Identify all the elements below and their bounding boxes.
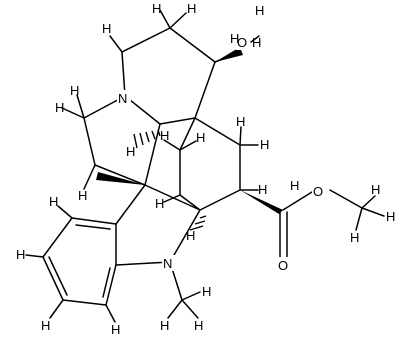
atom-hydrogen: H xyxy=(16,247,25,262)
bond xyxy=(194,117,241,146)
atom-hydrogen: H xyxy=(102,21,111,36)
bond xyxy=(42,217,73,258)
bond xyxy=(250,35,260,43)
wedge-bond xyxy=(215,47,243,62)
atom-hydrogen: H xyxy=(186,228,195,243)
bond xyxy=(109,35,123,53)
bonds xyxy=(25,9,385,323)
atom-hydrogen: H xyxy=(194,318,203,333)
bond xyxy=(83,164,96,190)
bond xyxy=(199,189,241,211)
bond xyxy=(61,107,85,119)
hash-segment xyxy=(199,215,207,219)
atom-hydrogen: H xyxy=(111,322,120,337)
hashed-bonds xyxy=(133,129,207,231)
bond xyxy=(102,267,111,298)
atom-hydrogen: H xyxy=(230,31,239,46)
wedge-bond xyxy=(96,172,145,185)
bond xyxy=(94,164,146,186)
bond xyxy=(115,184,146,225)
bond xyxy=(181,299,199,319)
atom-oxygen-ester: O xyxy=(313,184,323,199)
atom-hydrogen: H xyxy=(70,83,79,98)
hash-segment xyxy=(139,132,144,146)
atom-hydrogen: H xyxy=(196,130,205,145)
atom-hydrogen: H xyxy=(260,137,269,152)
atom-hydrogen: H xyxy=(255,3,264,18)
bond xyxy=(159,9,171,29)
atom-hydrogen: H xyxy=(41,318,50,333)
hash-segment xyxy=(151,130,156,140)
atom-nitrogen-lower: N xyxy=(163,256,172,271)
bond xyxy=(179,194,201,211)
hash-segment xyxy=(145,131,150,143)
atom-hydrogen: H xyxy=(78,188,87,203)
atom-oxygen-hydroxyl: O xyxy=(237,35,247,50)
atom-hydrogen: H xyxy=(160,318,169,333)
atom-hydrogen: H xyxy=(252,35,261,50)
bond xyxy=(49,299,64,319)
bond xyxy=(48,256,68,296)
bond xyxy=(179,140,197,151)
bond xyxy=(57,205,73,219)
bond xyxy=(42,256,64,301)
bond xyxy=(115,261,171,266)
atom-hydrogen: H xyxy=(371,182,380,197)
bond xyxy=(75,224,111,230)
bond xyxy=(62,299,107,306)
wedge-bond xyxy=(240,190,283,214)
bond xyxy=(169,209,201,263)
hash-segment xyxy=(194,220,206,225)
bond xyxy=(144,123,161,186)
bond xyxy=(159,117,196,125)
atom-oxygen-carbonyl: O xyxy=(278,258,288,273)
bond xyxy=(361,207,385,217)
bond xyxy=(169,12,187,29)
bond xyxy=(355,207,363,231)
atom-hydrogen: H xyxy=(49,194,58,209)
atom-labels: N N O O O H H H H H H H H H H H H H H H … xyxy=(16,1,395,337)
bond xyxy=(179,117,196,151)
bond xyxy=(105,264,117,306)
bond xyxy=(25,254,44,258)
atom-hydrogen: H xyxy=(236,114,245,129)
atom-hydrogen: H xyxy=(386,209,395,224)
atom-hydrogen: H xyxy=(152,1,161,16)
atom-hydrogen: H xyxy=(258,182,267,197)
bond xyxy=(239,126,242,146)
bond xyxy=(105,304,116,323)
atom-hydrogen: H xyxy=(155,196,164,211)
bond xyxy=(181,291,201,301)
atom-hydrogen: H xyxy=(202,284,211,299)
bond xyxy=(71,217,117,225)
wedge-bonds xyxy=(96,47,283,214)
bond xyxy=(194,61,216,119)
atom-hydrogen: H xyxy=(350,230,359,245)
atom-hydrogen: H xyxy=(160,128,169,143)
atom-nitrogen-upper: N xyxy=(118,91,127,106)
bond xyxy=(329,189,363,209)
bond xyxy=(282,191,313,211)
atom-hydrogen: H xyxy=(290,178,299,193)
bond xyxy=(169,27,216,63)
hash-segment xyxy=(157,129,161,137)
bond xyxy=(361,195,376,209)
bond xyxy=(121,27,171,53)
bond xyxy=(121,51,126,97)
bond xyxy=(76,94,85,119)
hash-segment xyxy=(189,225,204,231)
atom-hydrogen: H xyxy=(55,100,64,115)
atom-hydrogen: H xyxy=(187,1,196,16)
bond xyxy=(83,117,96,166)
bond xyxy=(163,194,181,203)
bond xyxy=(163,139,181,151)
bond xyxy=(167,299,183,319)
atom-hydrogen: H xyxy=(126,144,135,159)
hash-segment xyxy=(133,133,138,149)
